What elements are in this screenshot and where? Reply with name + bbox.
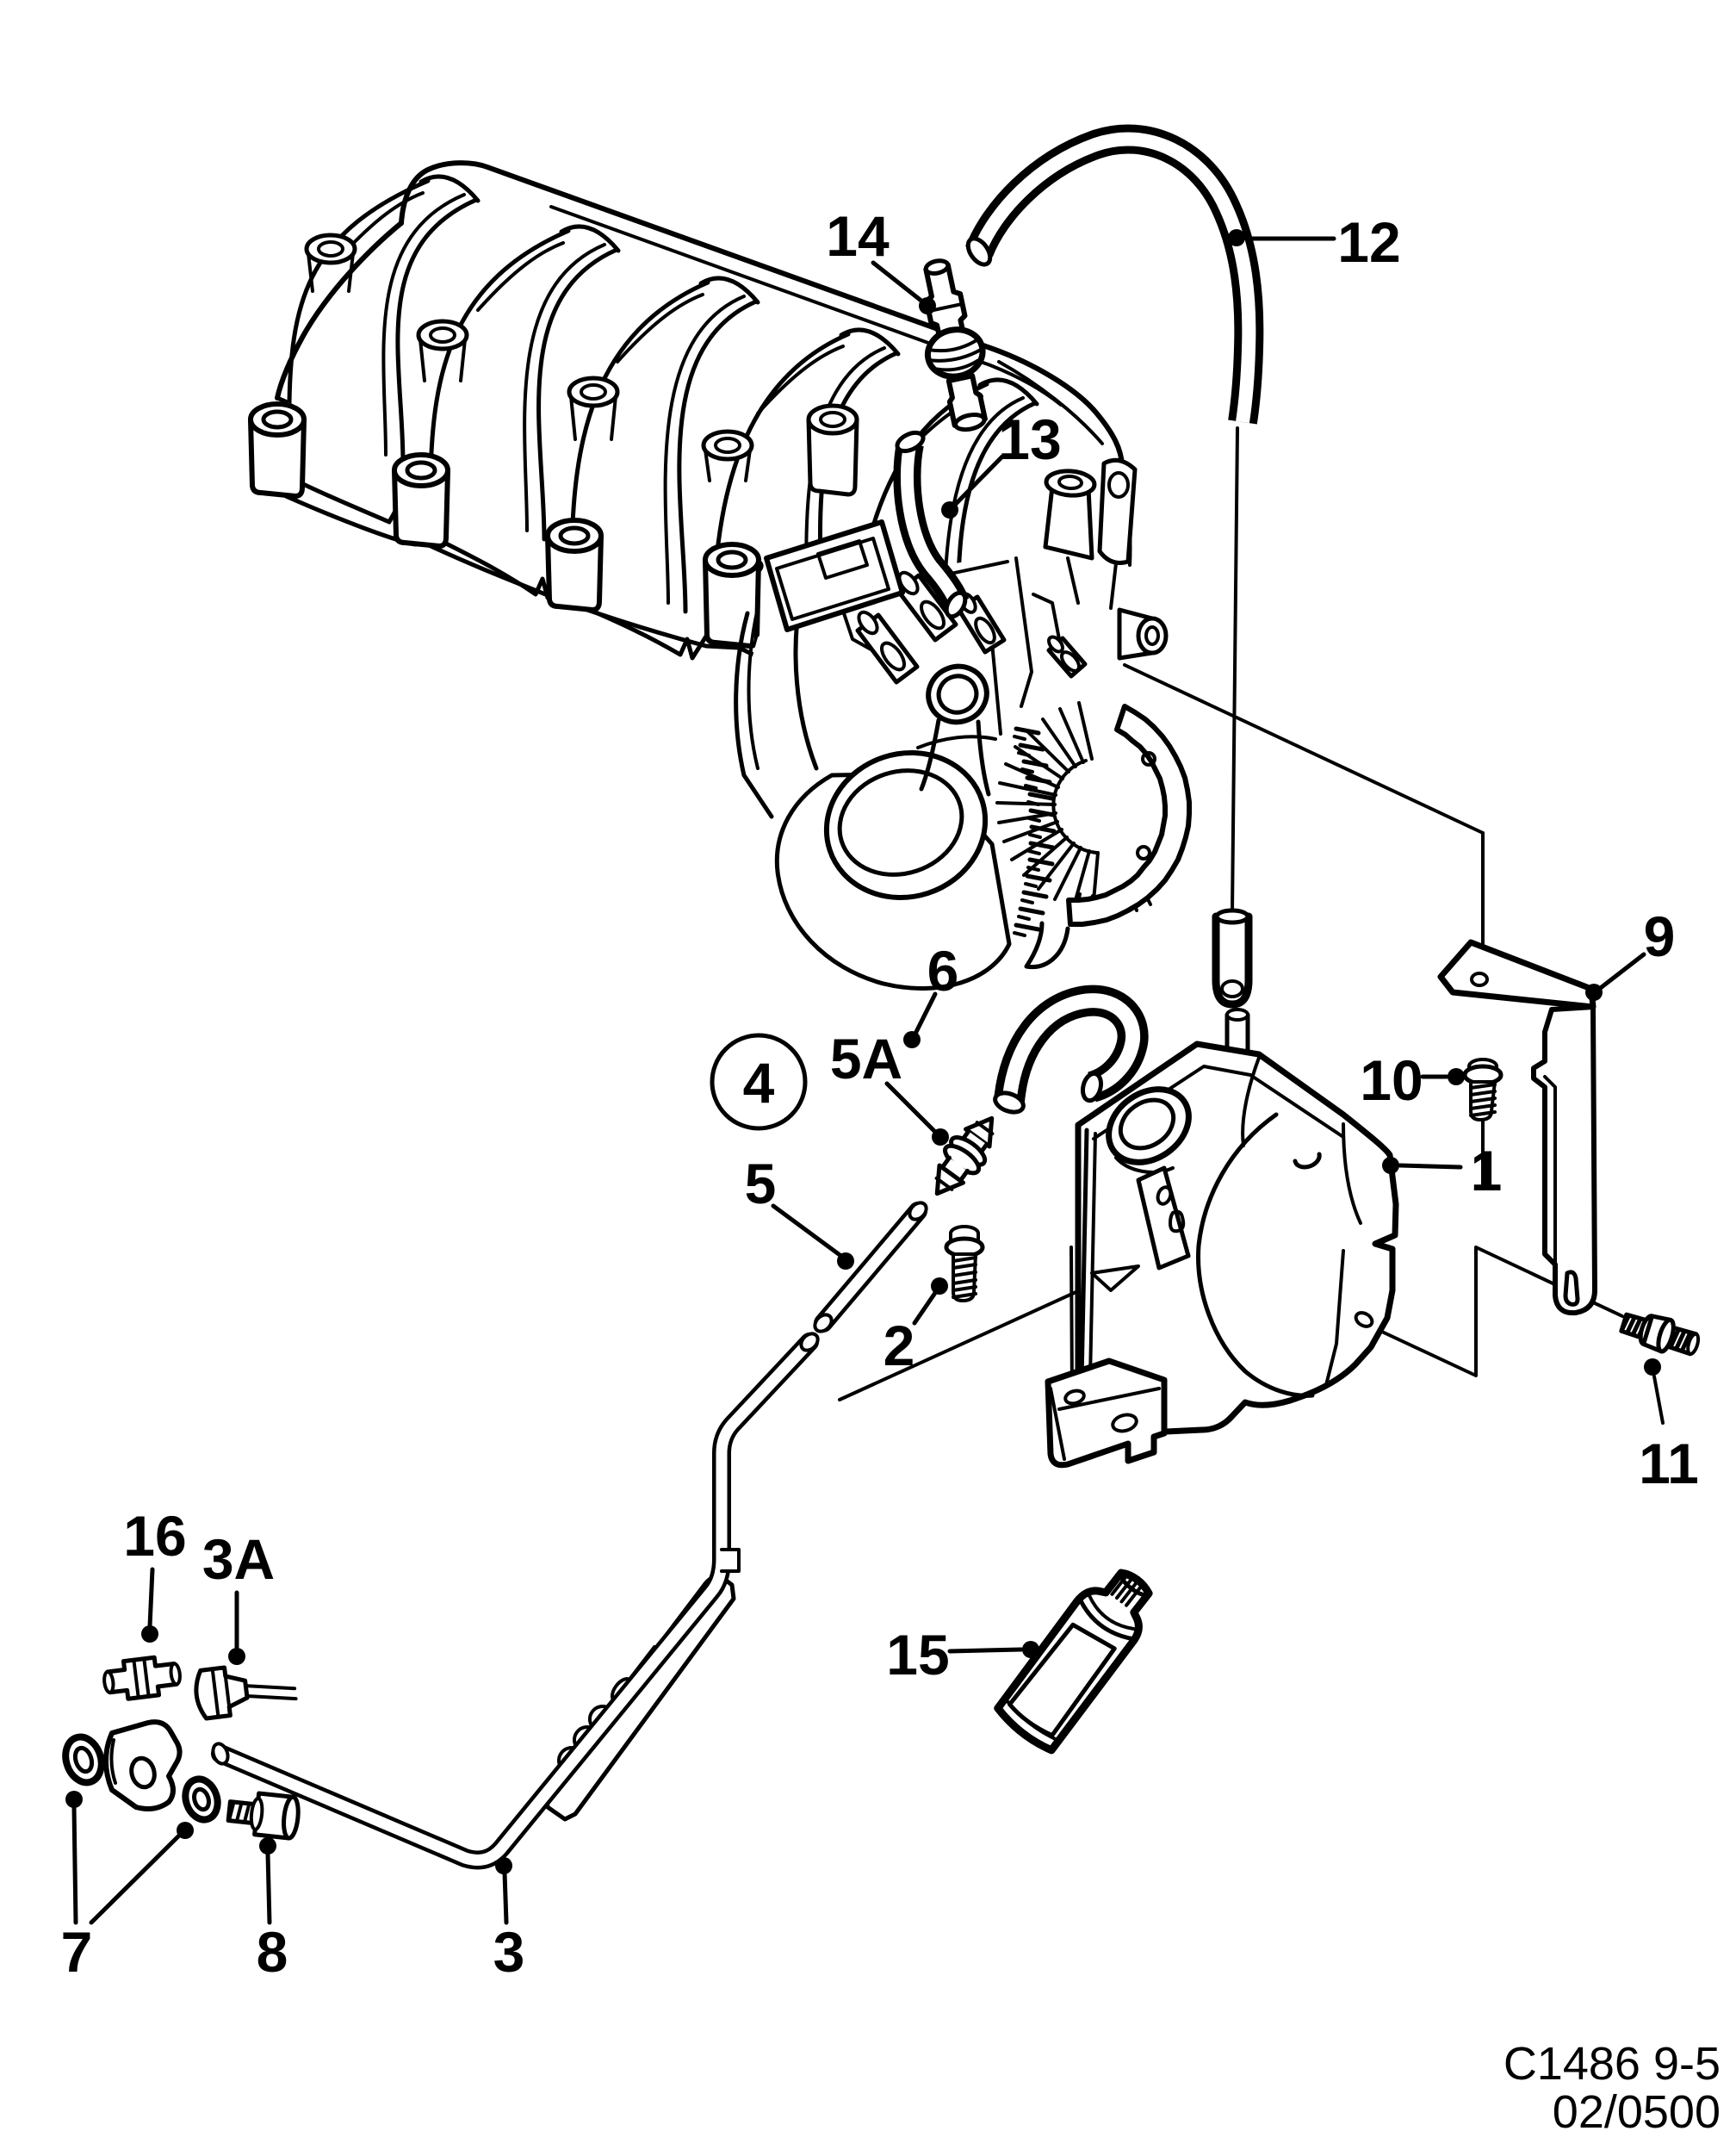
- svg-text:8: 8: [257, 1920, 288, 1984]
- svg-text:4: 4: [743, 1051, 775, 1115]
- svg-text:5: 5: [745, 1152, 777, 1215]
- svg-text:7: 7: [61, 1920, 93, 1984]
- svg-text:5A: 5A: [830, 1027, 902, 1090]
- svg-text:11: 11: [1639, 1432, 1699, 1495]
- svg-text:9: 9: [1644, 904, 1676, 968]
- svg-text:10: 10: [1360, 1048, 1423, 1112]
- svg-text:15: 15: [886, 1623, 949, 1687]
- svg-text:12: 12: [1337, 210, 1400, 274]
- svg-text:6: 6: [927, 939, 959, 1003]
- svg-text:13: 13: [998, 407, 1061, 471]
- svg-text:02/0500: 02/0500: [1553, 2086, 1720, 2131]
- svg-text:14: 14: [826, 204, 890, 268]
- svg-text:1: 1: [1471, 1139, 1503, 1202]
- svg-text:16: 16: [123, 1504, 186, 1568]
- svg-text:C1486 9-5: C1486 9-5: [1504, 2038, 1720, 2090]
- svg-text:3: 3: [493, 1920, 525, 1984]
- svg-text:3A: 3A: [202, 1527, 275, 1591]
- svg-text:2: 2: [884, 1314, 915, 1377]
